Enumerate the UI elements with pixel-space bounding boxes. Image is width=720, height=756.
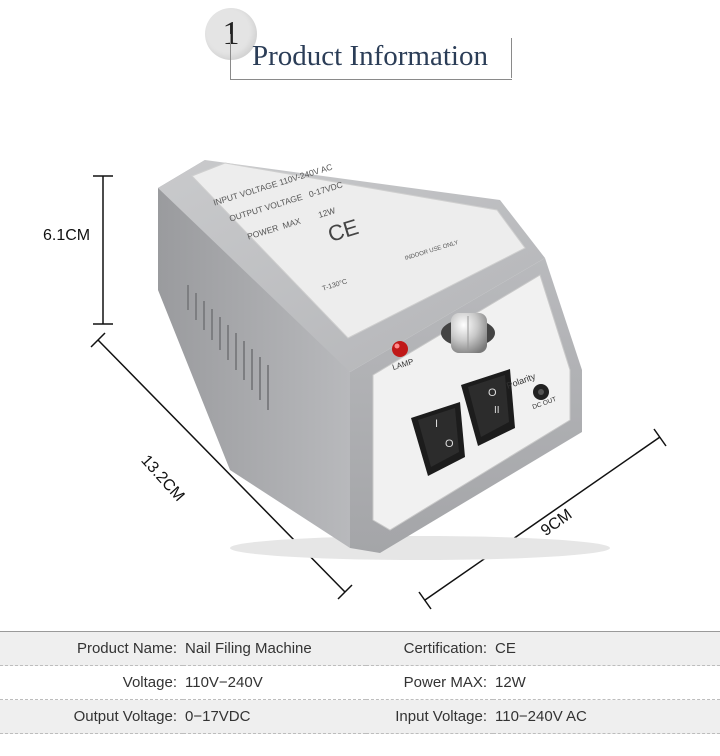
spec-value: Nail Filing Machine [183,631,366,666]
spec-key: Product Name: [0,631,183,666]
power-switch-off: O [445,438,454,450]
height-dimension-label: 6.1CM [43,227,91,244]
spec-key: Certification: [366,631,493,666]
direction-switch-bottom: II [494,405,500,416]
direction-switch [461,369,515,446]
spec-row: Product Name: Nail Filing Machine Certif… [0,631,720,666]
power-switch [411,402,465,476]
section-title: Product Information [252,40,488,72]
side-panel [158,160,350,548]
nail-machine-drawing [90,160,667,610]
section-number-badge: 1 [205,8,257,60]
spec-key: Voltage: [0,665,183,700]
spec-value: 110V−240V [183,665,366,700]
section-header: 1 Product Information [0,0,720,100]
spec-row: Output Voltage: 0−17VDC Input Voltage: 1… [0,699,720,734]
floor-shadow [230,536,610,560]
spec-row: Voltage: 110V−240V Power MAX: 12W [0,665,720,700]
spec-table: Product Name: Nail Filing Machine Certif… [0,631,720,734]
title-frame-left [230,34,231,80]
product-illustration: INPUT VOLTAGE 110V-240V AC OUTPUT VOLTAG… [0,100,720,630]
direction-switch-top: O [488,387,497,399]
lamp-indicator [392,341,408,357]
spec-value: 12W [493,665,720,700]
rating-label [191,162,526,339]
vent-slots [187,285,269,410]
spec-key: Output Voltage: [0,699,183,734]
spec-value: CE [493,631,720,666]
spec-key: Power MAX: [366,665,493,700]
spec-value: 110−240V AC [493,699,720,734]
speed-knob [451,313,487,353]
section-number: 1 [222,15,240,52]
width-dimension-line [418,428,667,610]
height-dimension-line [93,175,113,325]
title-frame-bottom [230,79,512,80]
power-switch-on: I [435,418,439,430]
title-frame-right [511,38,512,78]
spec-value: 0−17VDC [183,699,366,734]
spec-key: Input Voltage: [366,699,493,734]
